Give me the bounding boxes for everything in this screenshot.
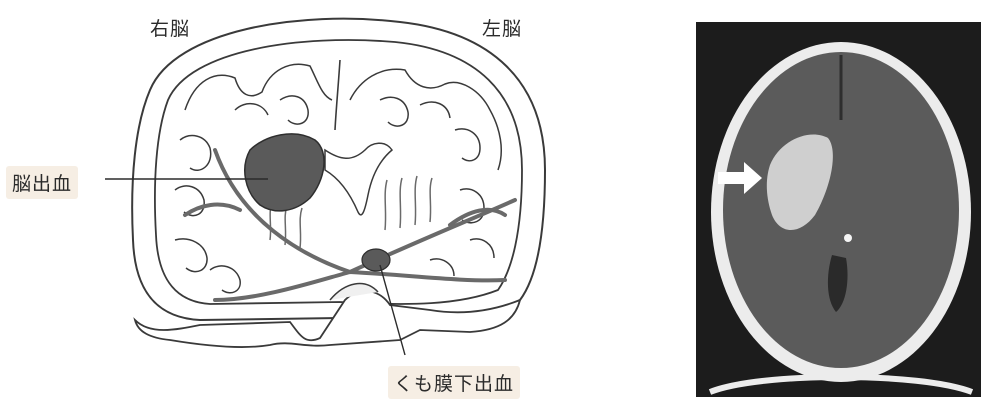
subarachnoid-hemorrhage-label: くも膜下出血 [388, 366, 520, 399]
ct-calcification [844, 234, 852, 242]
left-brain-label: 左脳 [482, 14, 522, 41]
right-brain-label: 右脳 [150, 14, 190, 41]
cerebral-hemorrhage-label: 脳出血 [6, 166, 78, 199]
